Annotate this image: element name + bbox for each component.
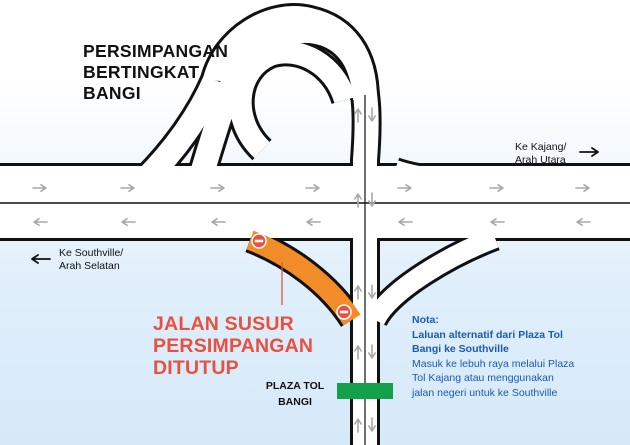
direction-line: Arah Utara bbox=[515, 154, 566, 166]
note-box: Nota: Laluan alternatif dari Plaza Tol B… bbox=[412, 313, 627, 400]
closed-road-label: JALAN SUSUR PERSIMPANGAN DITUTUP bbox=[153, 313, 353, 379]
closed-line: JALAN SUSUR bbox=[153, 313, 294, 335]
no-entry-icon bbox=[251, 233, 267, 249]
plaza-line: PLAZA TOL bbox=[265, 380, 325, 392]
title-line: BANGI bbox=[83, 83, 141, 103]
direction-southville-label: Ke Southville/ Arah Selatan bbox=[59, 247, 123, 273]
interchange-title: PERSIMPANGAN BERTINGKAT BANGI bbox=[83, 41, 303, 104]
note-bold-line: Laluan alternatif dari Plaza Tol bbox=[412, 328, 563, 341]
title-line: BERTINGKAT bbox=[83, 62, 200, 82]
arrow-right-icon bbox=[579, 147, 599, 157]
note-bold-line: Bangi ke Southville bbox=[412, 343, 509, 355]
plaza-line: BANGI bbox=[278, 396, 312, 408]
note-text-line: jalan negeri untuk ke Southville bbox=[412, 386, 558, 399]
closed-line: PERSIMPANGAN bbox=[153, 335, 314, 357]
title-line: PERSIMPANGAN bbox=[83, 41, 229, 61]
note-heading: Nota: bbox=[412, 314, 439, 326]
direction-kajang-label: Ke Kajang/ Arah Utara bbox=[515, 141, 566, 167]
closed-line: DITUTUP bbox=[153, 357, 239, 379]
toll-plaza-bar bbox=[337, 383, 393, 399]
arrow-left-icon bbox=[31, 254, 51, 264]
direction-line: Ke Southville/ bbox=[59, 247, 124, 259]
note-text-line: Masuk ke lebuh raya melalui Plaza bbox=[412, 357, 575, 370]
direction-line: Arah Selatan bbox=[59, 260, 120, 272]
direction-line: Ke Kajang/ bbox=[515, 141, 567, 153]
note-text-line: Tol Kajang atau menggunakan bbox=[412, 372, 554, 384]
toll-plaza-label: PLAZA TOL BANGI bbox=[246, 378, 344, 410]
road-surfaces bbox=[0, 6, 630, 445]
no-entry-icon bbox=[336, 304, 352, 320]
